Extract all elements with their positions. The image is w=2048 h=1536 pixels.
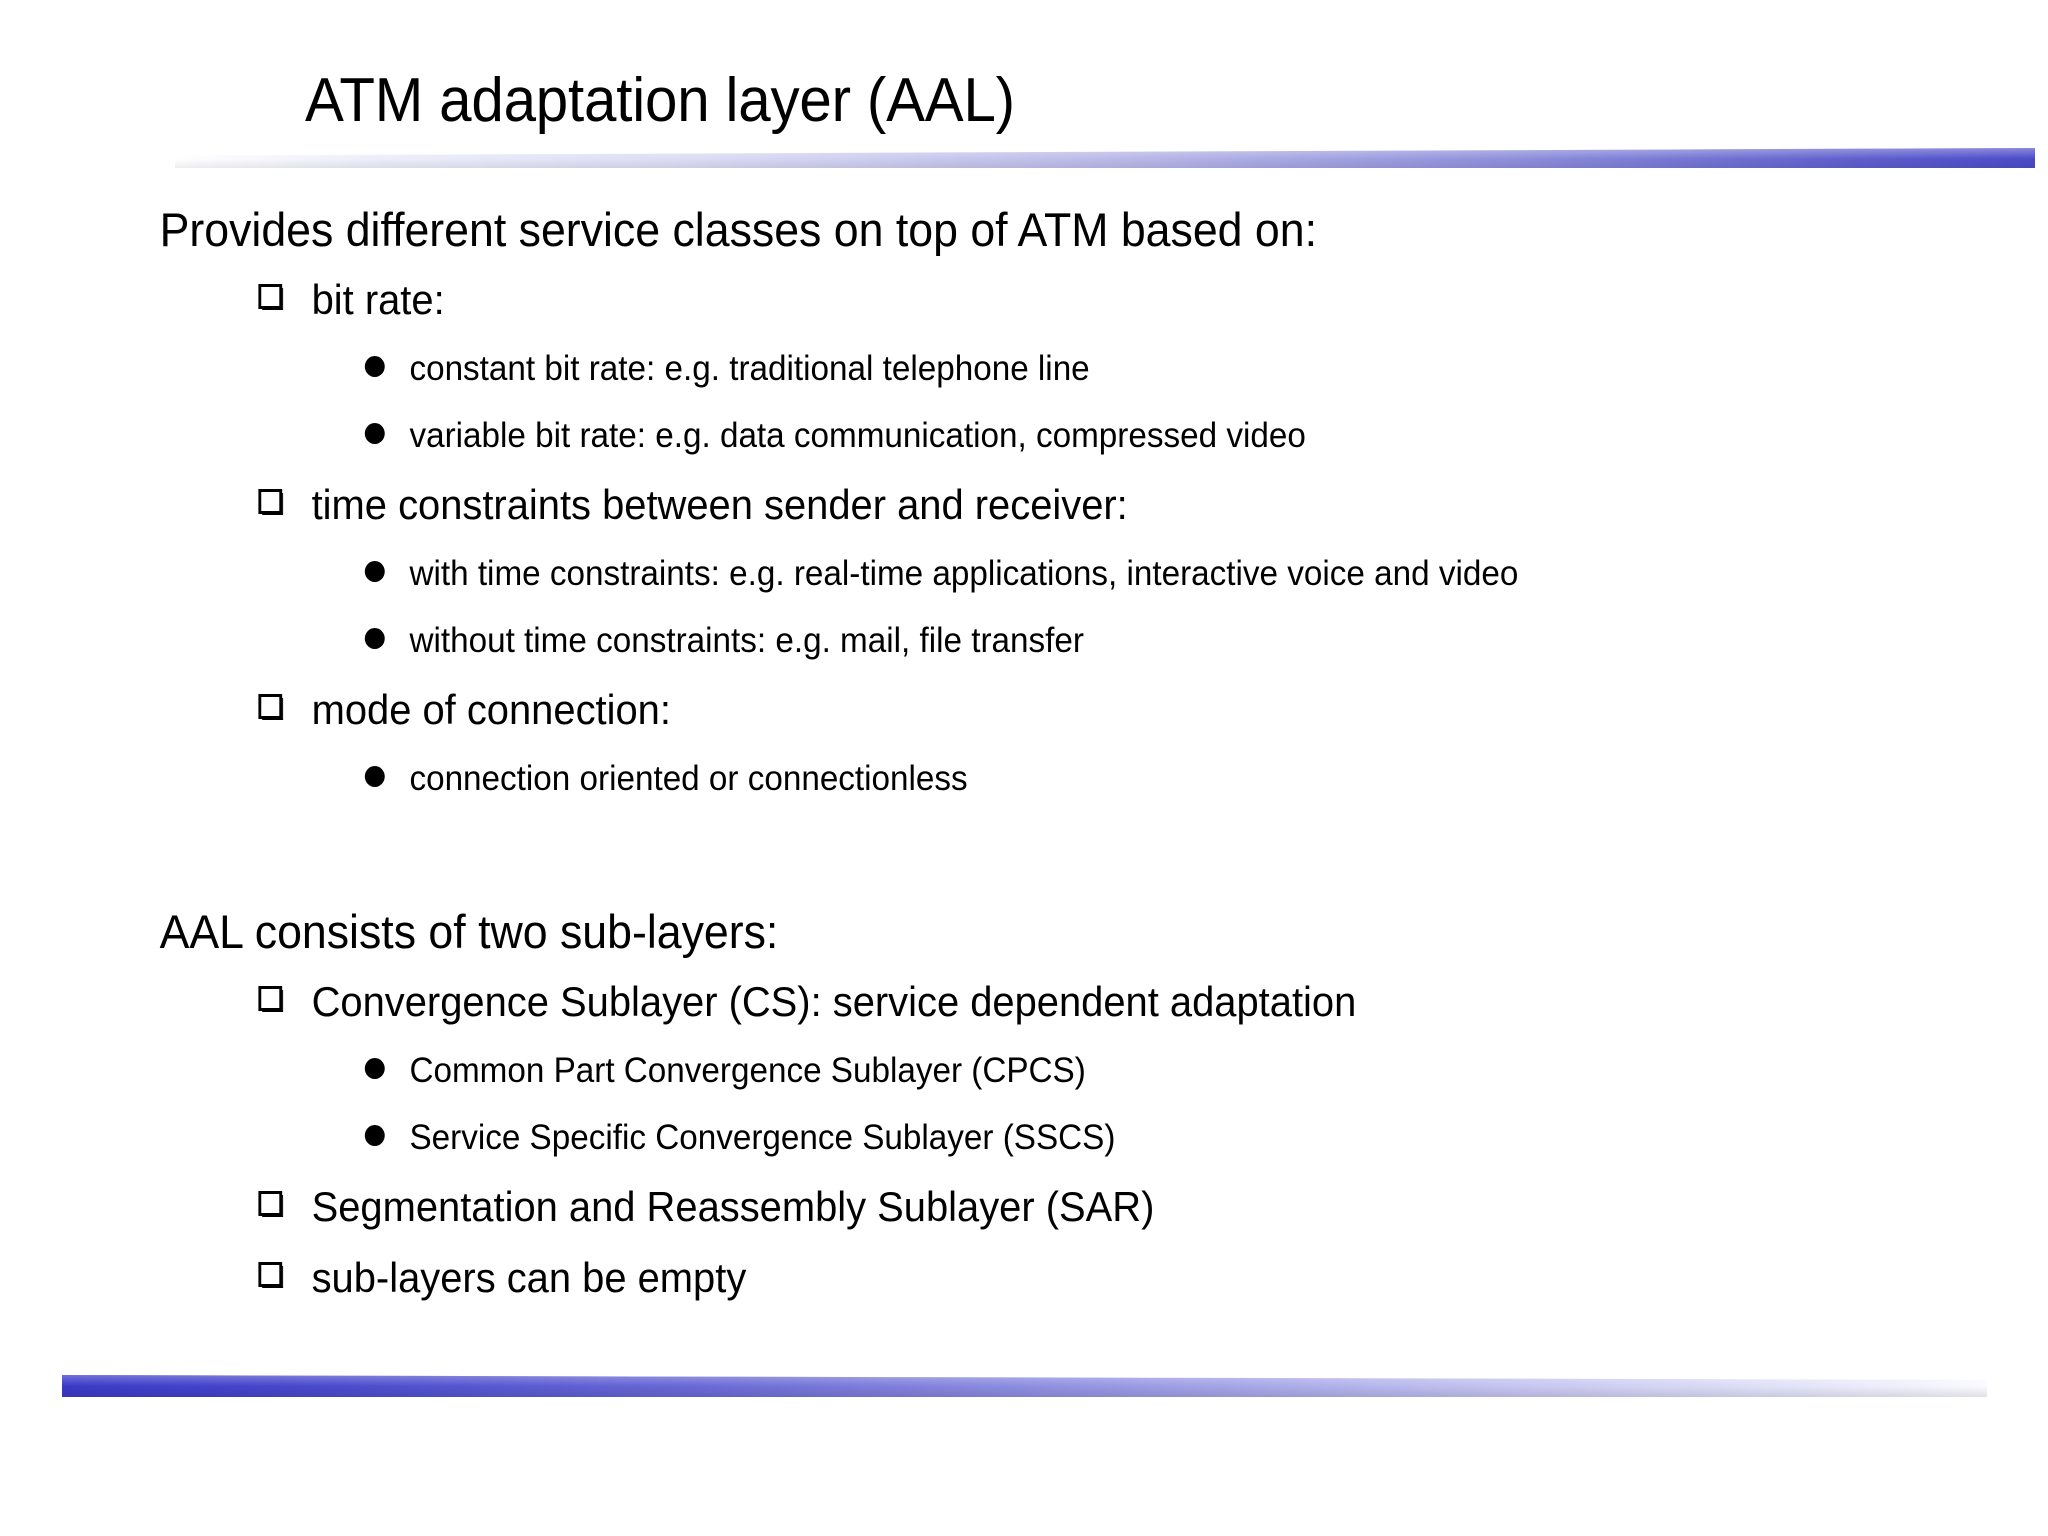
bullet-subitem-label: variable bit rate: e.g. data communicati… <box>409 416 1306 455</box>
bullet-item-level3: constant bit rate: e.g. traditional tele… <box>0 335 1946 402</box>
bullet-item-level3: connection oriented or connectionless <box>0 745 1946 812</box>
bullet-subitem-label: Service Specific Convergence Sublayer (S… <box>409 1118 1116 1157</box>
round-bullet-icon <box>364 561 385 582</box>
bullet-item-level2: Segmentation and Reassembly Sublayer (SA… <box>0 1171 1946 1242</box>
square-bullet-icon <box>258 694 284 720</box>
title-underline-gradient-bar <box>175 148 2035 168</box>
round-bullet-icon <box>364 1125 385 1146</box>
bullet-item-level2: Convergence Sublayer (CS): service depen… <box>0 966 1946 1037</box>
round-bullet-icon <box>364 423 385 444</box>
bullet-item-label: bit rate: <box>311 276 445 323</box>
bullet-item-level3: variable bit rate: e.g. data communicati… <box>0 402 1946 469</box>
slide-body: Provides different service classes on to… <box>0 196 2048 1313</box>
square-bullet-icon <box>258 284 284 310</box>
round-bullet-icon <box>364 1058 385 1079</box>
square-bullet-icon <box>258 1262 284 1288</box>
section-spacer <box>0 812 2048 898</box>
section-heading: AAL consists of two sub-layers: <box>0 898 1946 966</box>
bullet-item-level3: Common Part Convergence Sublayer (CPCS) <box>0 1037 1946 1104</box>
bullet-item-level2: time constraints between sender and rece… <box>0 469 1946 540</box>
bullet-item-level3: Service Specific Convergence Sublayer (S… <box>0 1104 1946 1171</box>
content-section: Provides different service classes on to… <box>0 196 2048 812</box>
section-heading: Provides different service classes on to… <box>0 196 1946 264</box>
bullet-item-label: time constraints between sender and rece… <box>311 481 1128 528</box>
square-bullet-icon <box>258 1191 284 1217</box>
bullet-item-level3: with time constraints: e.g. real-time ap… <box>0 540 1946 607</box>
bullet-item-label: mode of connection: <box>311 686 671 733</box>
bullet-item-label: Segmentation and Reassembly Sublayer (SA… <box>311 1183 1155 1230</box>
bullet-subitem-label: connection oriented or connectionless <box>409 759 968 798</box>
round-bullet-icon <box>364 766 385 787</box>
bullet-item-level2: sub-layers can be empty <box>0 1242 1946 1313</box>
footer-gradient-bar <box>62 1375 1987 1397</box>
title-underline-gradient-bar-shading <box>175 148 2035 168</box>
bullet-item-label: sub-layers can be empty <box>311 1254 747 1301</box>
content-section: AAL consists of two sub-layers: Converge… <box>0 898 2048 1313</box>
round-bullet-icon <box>364 628 385 649</box>
bullet-item-level3: without time constraints: e.g. mail, fil… <box>0 607 1946 674</box>
bullet-item-level2: bit rate: <box>0 264 1946 335</box>
square-bullet-icon <box>258 986 284 1012</box>
section-heading-label: AAL consists of two sub-layers: <box>159 905 779 958</box>
bullet-subitem-label: without time constraints: e.g. mail, fil… <box>409 621 1084 660</box>
round-bullet-icon <box>364 356 385 377</box>
bullet-item-label: Convergence Sublayer (CS): service depen… <box>311 978 1357 1025</box>
bullet-subitem-label: with time constraints: e.g. real-time ap… <box>409 554 1519 593</box>
bullet-subitem-label: Common Part Convergence Sublayer (CPCS) <box>409 1051 1086 1090</box>
bullet-item-level2: mode of connection: <box>0 674 1946 745</box>
footer-gradient-bar-shading <box>62 1375 1987 1397</box>
bullet-subitem-label: constant bit rate: e.g. traditional tele… <box>409 349 1090 388</box>
page-title: ATM adaptation layer (AAL) <box>305 65 1015 135</box>
square-bullet-icon <box>258 489 284 515</box>
section-heading-label: Provides different service classes on to… <box>159 203 1317 256</box>
